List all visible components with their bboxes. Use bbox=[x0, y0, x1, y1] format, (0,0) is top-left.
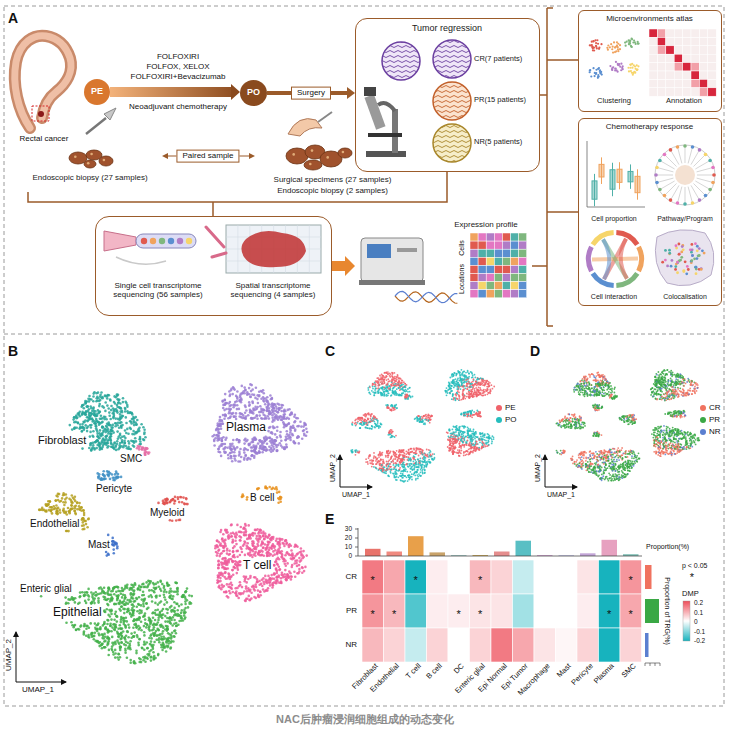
figure: PEPOTumor regressionCR(7 patients)PR(15 … bbox=[0, 0, 730, 736]
